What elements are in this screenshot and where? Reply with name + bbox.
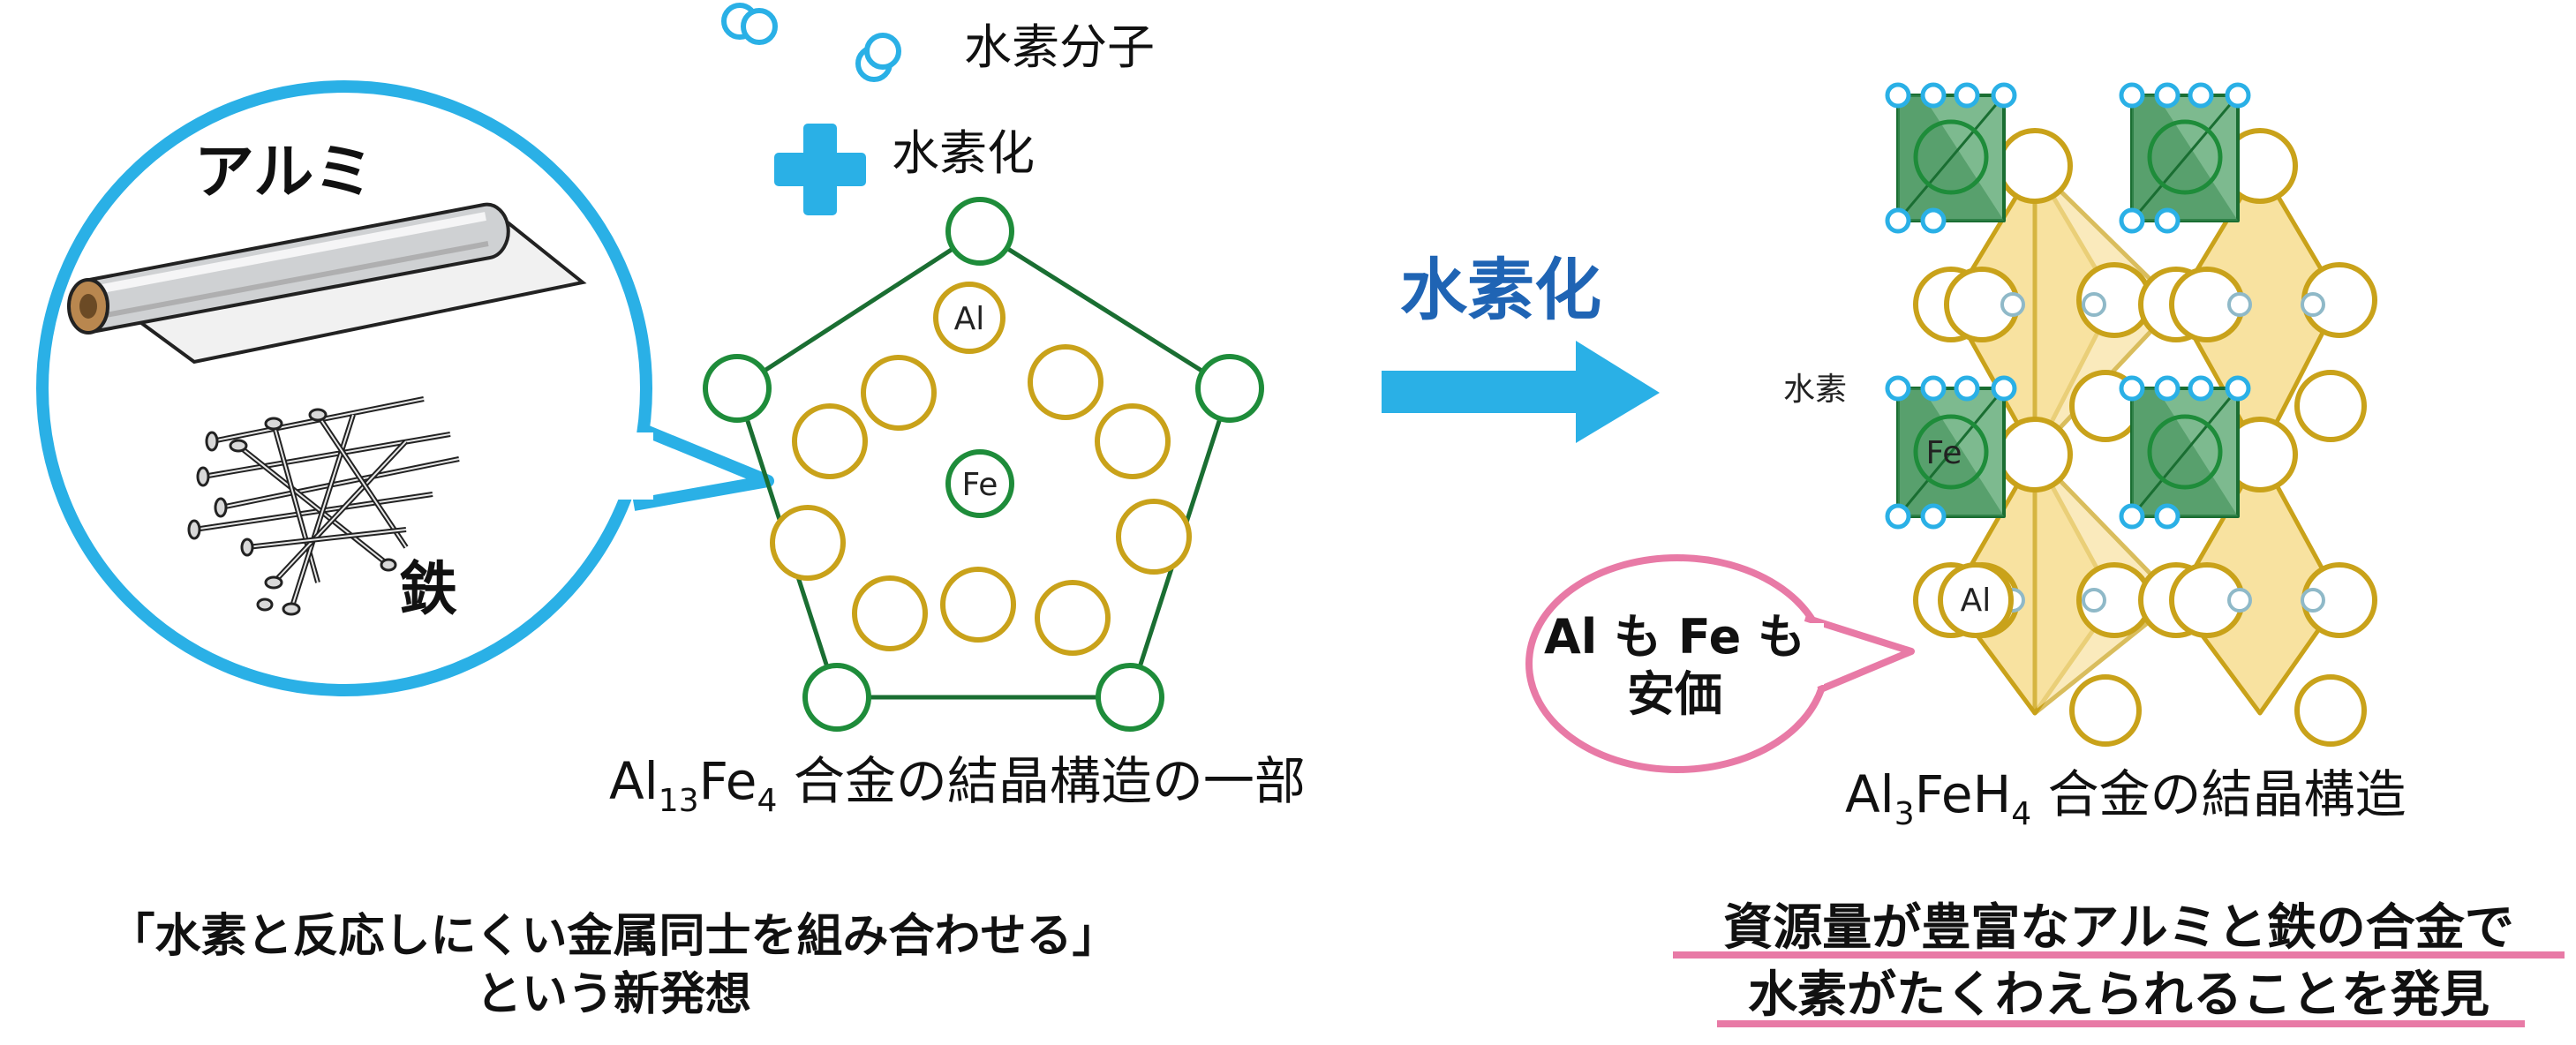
fe-atom-label: Fe: [962, 467, 998, 503]
bottom-left-line2: という新発想: [476, 968, 751, 1021]
pentagon-al-atoms: [770, 282, 1192, 656]
right-fe-atom-label: Fe: [1926, 435, 1962, 471]
right-arrow-icon: [1382, 341, 1660, 443]
cheap-metals-bubble: Al も Fe も 安価: [1525, 554, 1915, 773]
iron-nails-icon: [187, 396, 460, 616]
arrow-label: 水素化: [1400, 251, 1601, 329]
hydrogen-molecule-label: 水素分子: [964, 19, 1155, 75]
al3feh4-caption: Al3FeH4 合金の結晶構造: [1845, 764, 2407, 832]
bubble-line2: 安価: [1627, 666, 1722, 722]
iron-label: 鉄: [399, 555, 457, 623]
aluminum-label: アルミ: [194, 138, 373, 207]
right-al-atom-label: Al: [1961, 583, 1992, 619]
al13fe4-structure: Al Fe: [703, 197, 1264, 732]
right-hidden-hydrogens: [2000, 292, 2325, 613]
plus-hydrogenation-label: 水素化: [892, 125, 1035, 181]
right-al-atoms: [1913, 128, 2377, 747]
pentagon-fe-atom: [945, 449, 1014, 518]
al-atom-label: Al: [954, 301, 985, 337]
material-callout: アルミ 鉄: [36, 80, 774, 696]
bottom-right-line1: 資源量が豊富なアルミと鉄の合金で: [1723, 899, 2513, 957]
right-hydrogen-atoms: [1885, 82, 2251, 530]
hydrogen-molecules-icon: [721, 3, 901, 82]
al3feh4-structure: Al Fe 水素: [1783, 82, 2377, 747]
pentagon-vertex-atoms: [703, 197, 1264, 732]
feh4-octahedra: [1896, 94, 2240, 518]
right-al-labeled-atom: [1938, 562, 2014, 638]
plus-icon: [774, 124, 866, 215]
al13fe4-caption: Al13Fe4 合金の結晶構造の一部: [609, 751, 1306, 819]
bubble-line1: Al も Fe も: [1544, 609, 1805, 665]
callout-tail: [632, 422, 774, 511]
aluminum-foil-icon: [67, 202, 587, 365]
bottom-right-line2: 水素がたくわえられることを発見: [1748, 966, 2489, 1024]
hydrogen-label: 水素: [1783, 372, 1847, 408]
bottom-left-line1: 「水素と反応しにくい金属同士を組み合わせる」: [109, 910, 1119, 963]
